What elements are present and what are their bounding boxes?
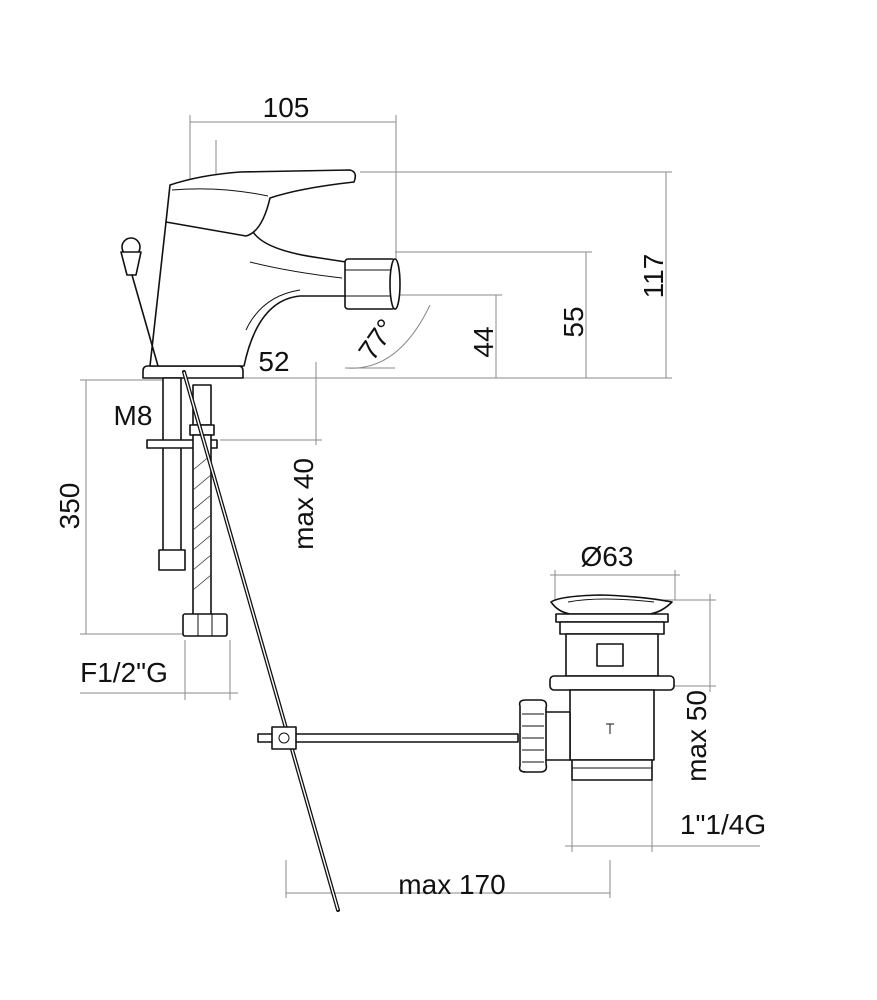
- dim-m8: M8: [114, 400, 153, 431]
- pop-up-rod: [182, 370, 340, 912]
- dim-f1-2-g: F1/2"G: [80, 657, 168, 688]
- pop-up-knob: [120, 237, 159, 367]
- threaded-rod-and-nut: [146, 377, 218, 571]
- dim-max-170: max 170: [398, 869, 505, 900]
- dim-diameter-63: Ø63: [581, 541, 634, 572]
- dim-55: 55: [558, 306, 589, 337]
- waste-fitting: [518, 594, 675, 781]
- dim-44: 44: [468, 326, 499, 357]
- dim-max-40: max 40: [288, 458, 319, 550]
- dimension-lines: [80, 115, 760, 898]
- mixer-body: [142, 221, 401, 379]
- dim-117: 117: [638, 254, 669, 299]
- dim-max-50: max 50: [681, 690, 712, 782]
- dim-52: 52: [258, 346, 289, 377]
- dim-1-1-4-g: 1"1/4G: [680, 809, 766, 840]
- dim-77-degrees: 77°: [352, 313, 402, 365]
- dim-350: 350: [54, 483, 85, 530]
- lever-handle: [165, 169, 357, 237]
- horizontal-pull-rod: [257, 726, 519, 750]
- flexible-hose: [182, 384, 228, 637]
- dim-105: 105: [263, 92, 310, 123]
- dimension-labels: 105 117 55 44 77° 52 M8 350 max 40 F1/2"…: [54, 92, 766, 900]
